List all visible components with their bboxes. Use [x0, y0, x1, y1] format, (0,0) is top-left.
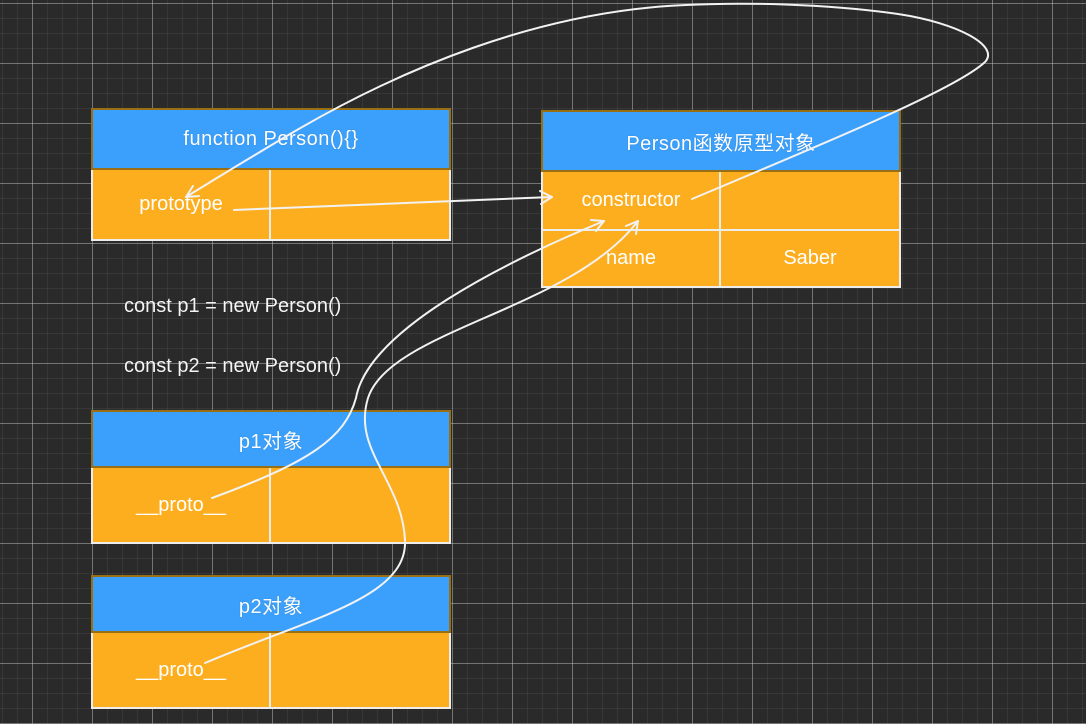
table-p1[interactable]: p1对象 __proto__: [91, 410, 451, 544]
table-row: __proto__: [93, 633, 449, 707]
cell-prototype[interactable]: prototype: [93, 170, 271, 239]
table-title: p2对象: [238, 595, 304, 618]
code-line-p2[interactable]: const p2 = new Person(): [124, 355, 342, 377]
table-row: prototype: [93, 170, 449, 239]
table-row: __proto__: [93, 468, 449, 542]
table-person-prototype-body: constructor name Saber: [541, 172, 901, 288]
table-function-person-header[interactable]: function Person(){}: [91, 108, 451, 170]
table-p2-header[interactable]: p2对象: [91, 575, 451, 633]
table-function-person[interactable]: function Person(){} prototype: [91, 108, 451, 241]
cell-p1-proto-value[interactable]: [271, 468, 449, 542]
cell-text: name: [605, 247, 657, 269]
cell-text: Saber: [783, 247, 837, 269]
table-title: p1对象: [238, 430, 304, 453]
cell-prototype-value[interactable]: [271, 170, 449, 239]
table-title: function Person(){}: [183, 127, 359, 150]
cell-p1-proto[interactable]: __proto__: [93, 468, 271, 542]
table-title: Person函数原型对象: [626, 132, 816, 155]
table-function-person-body: prototype: [91, 170, 451, 241]
cell-text: prototype: [139, 193, 223, 215]
cell-p2-proto[interactable]: __proto__: [93, 633, 271, 707]
cell-p2-proto-value[interactable]: [271, 633, 449, 707]
table-person-prototype[interactable]: Person函数原型对象 constructor name Saber: [541, 110, 901, 288]
cell-text: __proto__: [135, 493, 227, 516]
cell-text: __proto__: [135, 658, 227, 681]
table-p2[interactable]: p2对象 __proto__: [91, 575, 451, 709]
cell-text: constructor: [581, 189, 681, 211]
table-p1-header[interactable]: p1对象: [91, 410, 451, 468]
code-line-p1[interactable]: const p1 = new Person(): [124, 295, 342, 317]
table-row: name Saber: [543, 229, 899, 286]
table-row: constructor: [543, 172, 899, 229]
cell-constructor[interactable]: constructor: [543, 172, 721, 229]
cell-constructor-value[interactable]: [721, 172, 899, 229]
table-p1-body: __proto__: [91, 468, 451, 544]
table-person-prototype-header[interactable]: Person函数原型对象: [541, 110, 901, 172]
cell-name[interactable]: name: [543, 231, 721, 286]
table-p2-body: __proto__: [91, 633, 451, 709]
cell-name-value[interactable]: Saber: [721, 231, 899, 286]
